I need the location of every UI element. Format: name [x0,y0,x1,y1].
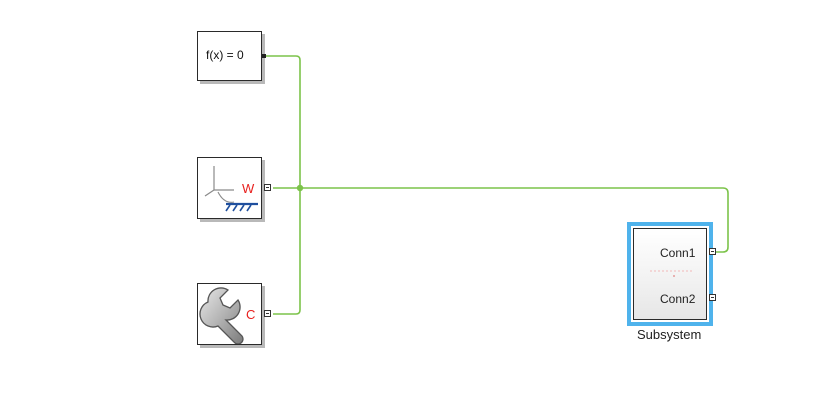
wire-solver [266,55,301,188]
solver-configuration-block[interactable]: f(x) = 0 [197,31,262,81]
subsystem-port-conn2[interactable] [709,294,716,301]
junction-node [296,184,304,192]
subsystem-block[interactable]: Conn1 Conn2 [633,228,707,320]
subsystem-port-conn1[interactable] [709,248,716,255]
world-frame-port-label: W [242,181,255,196]
coordinate-axes-ground-icon [204,166,258,212]
subsystem-port-label-conn2: Conn2 [660,292,696,306]
wrench-icon [199,287,244,344]
wire-mechanism [273,188,301,315]
solver-config-port[interactable] [262,54,266,58]
mechanism-config-port-label: C [246,307,256,322]
world-frame-port[interactable] [264,184,271,191]
subsystem-internal-preview [650,270,692,277]
subsystem-caption[interactable]: Subsystem [637,327,702,342]
solver-config-label: f(x) = 0 [206,48,244,62]
subsystem-port-label-conn1: Conn1 [660,246,696,260]
mechanism-configuration-block[interactable]: C [197,283,262,345]
world-frame-block[interactable]: W [197,157,262,219]
mechanism-config-port[interactable] [264,310,271,317]
